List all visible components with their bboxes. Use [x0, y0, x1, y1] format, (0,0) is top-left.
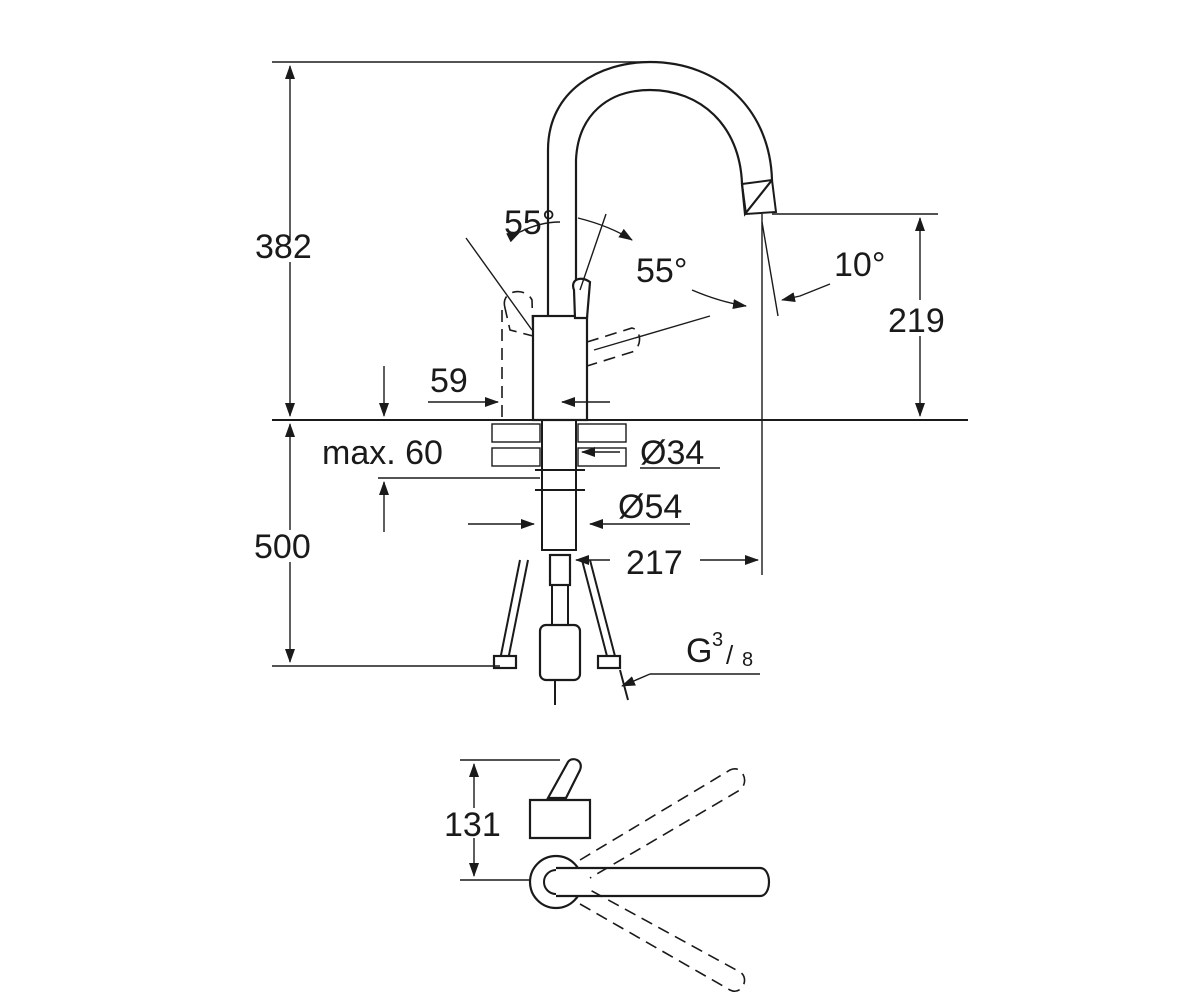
dim-thread-slash: /	[726, 640, 734, 670]
lever-left-ghost	[503, 290, 534, 338]
lever-right-ghost	[586, 327, 641, 367]
dim-thread-g: G	[686, 632, 712, 670]
dim-217: 217	[626, 544, 683, 582]
faucet-elevation	[272, 60, 968, 422]
dim-angle-right: 55°	[636, 252, 687, 290]
dim-thread-num: 3	[712, 629, 723, 651]
dim-angle-left: 55°	[504, 204, 555, 242]
right-hose	[581, 559, 617, 661]
dim-lines	[272, 61, 938, 687]
dim-500: 500	[254, 528, 311, 566]
spout-nozzle	[740, 178, 778, 216]
dim-tilt: 10°	[834, 246, 885, 284]
center-hose	[551, 585, 569, 630]
dim-thread-den: 8	[742, 649, 753, 671]
hoses	[492, 553, 629, 705]
dim-d54: Ø54	[618, 488, 682, 526]
connector	[548, 553, 572, 587]
top-spout-ghost-up	[579, 768, 746, 879]
top-view	[460, 758, 771, 992]
lever	[572, 277, 592, 320]
dim-max60: max. 60	[322, 434, 443, 472]
top-spout-ghost-down	[579, 889, 746, 992]
dim-382: 382	[255, 228, 312, 266]
top-lever	[528, 758, 592, 840]
faucet-body	[531, 314, 589, 422]
dim-d34: Ø34	[640, 434, 704, 472]
weight	[538, 623, 582, 682]
deck-section	[491, 419, 627, 551]
threaded-shank	[541, 419, 577, 551]
dim-131: 131	[444, 806, 501, 844]
left-hose	[499, 559, 529, 661]
top-spout	[556, 866, 771, 898]
dim-219: 219	[888, 302, 945, 340]
dim-59: 59	[430, 362, 468, 400]
